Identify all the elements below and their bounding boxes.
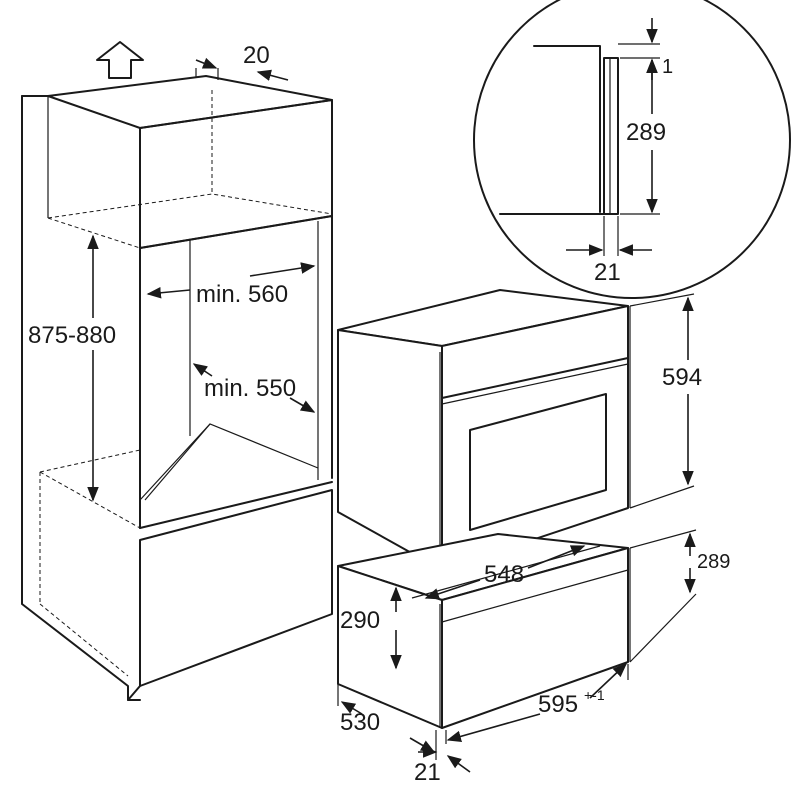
dim-drawer-height: 289 [629, 529, 730, 663]
dim-oven-height: 594 [629, 293, 702, 509]
dim-body-depth: 530 [337, 684, 437, 760]
label-niche-depth: min. 550 [204, 375, 296, 402]
dim-front-width: 595 +-1 [445, 663, 629, 744]
dim-top-gap: 20 [195, 42, 289, 81]
label-body-depth: 530 [340, 709, 380, 736]
label-front-width-tolerance: +-1 [584, 687, 605, 703]
dim-niche-depth: min. 550 [192, 363, 316, 413]
label-detail-depth: 21 [594, 259, 621, 286]
dim-inner-width: 548 [424, 545, 586, 600]
label-oven-height: 594 [662, 364, 702, 391]
up-arrow-icon [96, 41, 144, 79]
tall-cabinet [21, 75, 333, 701]
dim-cabinet-height: 875-880 [26, 234, 136, 502]
label-detail-height: 289 [626, 119, 666, 146]
detail-circle: 1 289 21 [473, 0, 791, 299]
oven [337, 289, 631, 571]
label-niche-width: min. 560 [196, 281, 288, 308]
label-front-width: 595 [538, 691, 578, 718]
label-drawer-body-height: 290 [340, 607, 380, 634]
dim-drawer-body-height: 290 [340, 586, 402, 670]
label-cabinet-height: 875-880 [28, 322, 116, 349]
label-detail-gap: 1 [662, 56, 673, 78]
dim-niche-width: min. 560 [146, 262, 316, 308]
dim-front-thickness: 21 [414, 746, 471, 786]
label-top-gap: 20 [243, 42, 270, 69]
label-drawer-height: 289 [697, 551, 730, 573]
label-front-thickness: 21 [414, 759, 441, 786]
label-inner-width: 548 [484, 561, 524, 588]
